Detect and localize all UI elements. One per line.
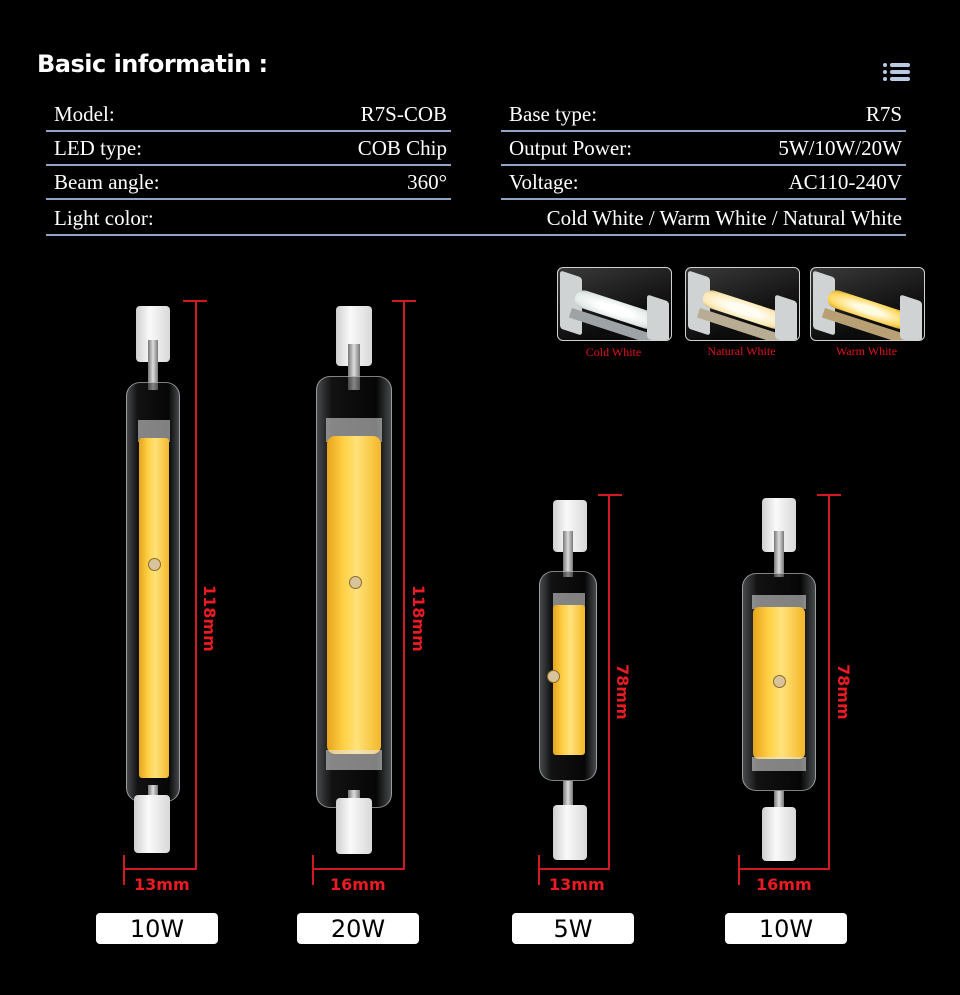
list-icon[interactable] [883, 63, 911, 81]
dimension-tick [123, 855, 125, 885]
spec-label: Voltage: [509, 169, 579, 194]
length-label: 78mm [613, 664, 632, 720]
dimension-tick [312, 855, 314, 885]
dimension-tick [538, 855, 540, 885]
swatch-caption: Natural White [707, 344, 776, 358]
spec-label: Model: [54, 101, 115, 126]
power-badge: 10W [96, 913, 218, 944]
length-label: 118mm [409, 585, 428, 652]
dimension-line [403, 300, 405, 870]
spec-table-right: Base type: R7S Output Power: 5W/10W/20W … [501, 98, 906, 200]
spec-value: COB Chip [357, 135, 447, 160]
spec-label: Base type: [509, 101, 598, 126]
swatch-warm-white [810, 267, 925, 341]
spec-value: 5W/10W/20W [778, 135, 902, 160]
spec-row-led-type: LED type: COB Chip [46, 132, 451, 166]
spec-label: Output Power: [509, 135, 633, 160]
swatch-caption: Cold White [585, 345, 642, 359]
power-badge: 10W [725, 913, 847, 944]
spec-value: R7S [865, 101, 902, 126]
length-label: 78mm [834, 664, 853, 720]
spec-row-model: Model: R7S-COB [46, 98, 451, 132]
spec-value: Cold White / Warm White / Natural White [546, 205, 902, 230]
power-badge: 20W [297, 913, 419, 944]
spec-label: Beam angle: [54, 169, 160, 194]
spec-row-voltage: Voltage: AC110-240V [501, 166, 906, 200]
dimension-line [738, 868, 830, 870]
dimension-line [123, 868, 197, 870]
spec-table-wide: Light color: Cold White / Warm White / N… [46, 202, 906, 236]
length-label: 118mm [200, 585, 219, 652]
bulb-118mm-13mm [120, 300, 210, 870]
swatch-caption: Warm White [835, 344, 898, 358]
spec-value: 360° [407, 169, 447, 194]
swatch-cold-white [557, 267, 672, 341]
spec-label: Light color: [54, 205, 154, 230]
dimension-line [538, 868, 610, 870]
section-title: Basic informatin : [37, 50, 268, 78]
dimension-line [312, 868, 405, 870]
spec-row-beam-angle: Beam angle: 360° [46, 166, 451, 200]
spec-value: R7S-COB [360, 101, 447, 126]
diameter-label: 13mm [549, 875, 605, 894]
diameter-label: 16mm [330, 875, 386, 894]
diameter-label: 13mm [134, 875, 190, 894]
dimension-line [608, 494, 610, 870]
bulb-78mm-16mm [738, 495, 828, 870]
bulb-118mm-16mm [312, 300, 402, 870]
spec-label: LED type: [54, 135, 143, 160]
bulb-78mm-13mm [535, 495, 605, 870]
spec-row-base-type: Base type: R7S [501, 98, 906, 132]
spec-row-output-power: Output Power: 5W/10W/20W [501, 132, 906, 166]
dimension-tick [598, 494, 622, 496]
dimension-tick [738, 855, 740, 885]
dimension-line [828, 494, 830, 870]
dimension-line [195, 300, 197, 870]
swatch-natural-white [685, 267, 800, 341]
power-badge: 5W [512, 913, 634, 944]
spec-table-left: Model: R7S-COB LED type: COB Chip Beam a… [46, 98, 451, 200]
spec-value: AC110-240V [788, 169, 902, 194]
diameter-label: 16mm [756, 875, 812, 894]
spec-row-light-color: Light color: Cold White / Warm White / N… [46, 202, 906, 236]
